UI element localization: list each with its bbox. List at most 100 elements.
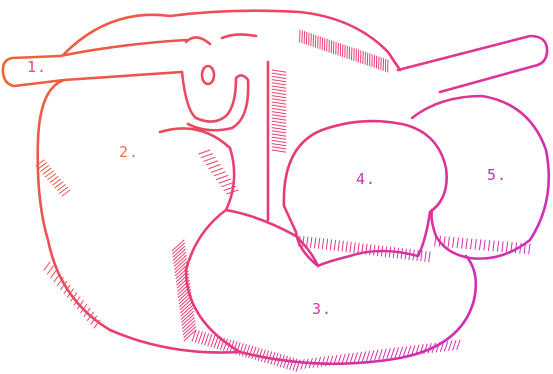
hatch-line <box>272 86 286 88</box>
hatch-line <box>466 239 467 249</box>
hatch-line <box>208 335 212 346</box>
hatch-line <box>272 96 286 98</box>
hatch-line <box>448 237 449 247</box>
hatch-line <box>379 350 382 360</box>
hatch-line <box>358 243 359 253</box>
hatch-line <box>198 332 202 343</box>
hatch-line <box>258 349 262 360</box>
hatch-line <box>488 241 489 251</box>
hatch-line <box>217 176 228 180</box>
hatch-line <box>290 358 294 369</box>
hatch-line <box>342 241 343 251</box>
hatch-line <box>445 342 448 352</box>
hatch-line <box>354 353 357 363</box>
hatch-line <box>449 341 452 351</box>
hatch-line <box>272 83 286 85</box>
hatch-line <box>219 179 230 183</box>
hatch-line <box>484 240 485 250</box>
hatch-line <box>301 360 304 370</box>
hatch-line <box>346 354 349 364</box>
hatch-line <box>307 237 308 247</box>
hatch-line <box>272 150 286 152</box>
hatch-line <box>395 348 398 358</box>
hatch-line <box>371 351 374 360</box>
central-notch-outline <box>182 72 248 130</box>
hatch-line <box>272 70 286 72</box>
hatch-line <box>211 168 222 172</box>
hatch-line <box>475 239 476 249</box>
hatch-line <box>362 352 365 362</box>
hatch-line <box>429 252 430 262</box>
hatch-line <box>330 240 331 250</box>
hatch-line <box>375 350 378 359</box>
hatch-line <box>321 357 324 367</box>
hatch-line <box>367 351 370 360</box>
hatch-line <box>272 102 286 104</box>
label-5: 5. <box>487 168 507 183</box>
top-arc-right <box>222 34 256 38</box>
hatch-line <box>453 238 454 248</box>
hatch-line <box>272 76 286 78</box>
hatch-line <box>205 334 209 345</box>
hatch-line <box>354 243 355 253</box>
hatch-line <box>497 241 498 251</box>
hatch-line <box>206 161 217 165</box>
hatch-line <box>272 105 286 107</box>
hatch-line <box>350 242 351 252</box>
hatch-line <box>272 73 286 75</box>
hatch-line <box>453 341 456 351</box>
hatch-line <box>272 144 286 146</box>
hatch-line <box>457 340 460 350</box>
hatch-line <box>44 262 50 270</box>
hatch-line <box>272 89 286 91</box>
lobe-4-outline <box>284 121 447 266</box>
lobe-5-outline <box>412 96 549 259</box>
hatch-line <box>462 238 463 248</box>
hatch-line <box>318 238 319 248</box>
lobe-3-outline <box>240 256 476 364</box>
hatch-line <box>272 140 286 142</box>
hatch-line <box>201 154 212 158</box>
hatch-line <box>199 150 210 154</box>
hatch-line <box>214 336 218 347</box>
hatch-line <box>214 172 225 176</box>
hatch-line <box>338 241 339 251</box>
hatch-line <box>315 238 316 248</box>
hatch-line <box>391 348 394 358</box>
hatch-line <box>370 245 371 255</box>
hatch-line <box>272 108 286 110</box>
label-3: 3. <box>312 302 332 317</box>
hatch-line <box>425 252 426 262</box>
hatch-line <box>480 240 481 250</box>
hatch-line <box>255 348 259 359</box>
hatch-line <box>51 270 57 278</box>
hatch-line <box>252 347 256 358</box>
hatch-line <box>493 241 494 251</box>
hatch-line <box>272 121 286 123</box>
tube-right-outline <box>398 36 547 92</box>
hatch-line <box>311 238 312 248</box>
hatch-line <box>326 239 327 249</box>
hatch-line <box>322 239 323 249</box>
hatch-line <box>334 240 335 250</box>
hatch-line <box>272 99 286 101</box>
hatch-line <box>272 124 286 126</box>
hatch-line <box>399 347 402 356</box>
top-arc-left <box>186 37 210 44</box>
hatch-line <box>358 352 361 362</box>
hatch-line <box>272 80 286 82</box>
hatch-line <box>47 266 53 274</box>
hatch-line <box>346 242 347 252</box>
lobe-2-inner <box>160 128 240 352</box>
small-oval <box>202 66 214 84</box>
label-2: 2. <box>119 145 139 160</box>
hatch-line <box>272 134 286 136</box>
label-1: 1. <box>27 60 47 75</box>
hatch-line <box>272 128 286 130</box>
hatch-line <box>272 137 286 139</box>
label-4: 4. <box>356 172 376 187</box>
hatch-line <box>211 336 215 347</box>
hatch-line <box>350 353 353 363</box>
